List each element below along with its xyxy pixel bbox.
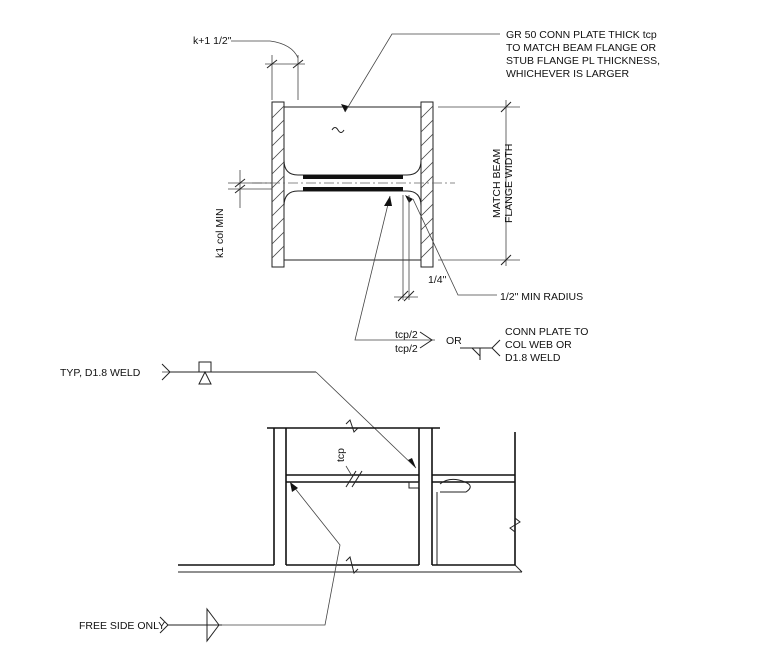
match-beam-label: MATCH BEAM: [491, 149, 503, 218]
conn-plate-to-2: COL WEB OR: [505, 339, 572, 351]
match-beam-dimension: MATCH BEAM FLANGE WIDTH: [438, 100, 520, 266]
k-dim-label: k+1 1/2": [193, 35, 232, 47]
note-line-1: GR 50 CONN PLATE THICK tcp: [506, 29, 657, 41]
weld-squiggle: [331, 127, 345, 133]
k-dimension: k+1 1/2": [193, 35, 305, 100]
or-label: OR: [446, 335, 462, 347]
conn-plate-to-1: CONN PLATE TO: [505, 326, 588, 338]
right-flange-hatch: [420, 105, 434, 259]
left-column-flange: [271, 101, 285, 268]
note-line-3: STUB FLANGE PL THICKNESS,: [506, 55, 660, 67]
elevation-detail: TYP, D1.8 WELD tcp: [60, 361, 523, 643]
column-web-bottom: [283, 190, 422, 207]
flange-width-label: FLANGE WIDTH: [503, 144, 515, 223]
note-line-4: WHICHEVER IS LARGER: [506, 68, 630, 80]
conn-plate-note: GR 50 CONN PLATE THICK tcp TO MATCH BEAM…: [341, 29, 660, 113]
weld-symbol-upper: tcp/2 tcp/2 OR CONN PLATE TO COL WEB OR …: [354, 195, 588, 364]
tcp-half-a: tcp/2: [395, 329, 418, 341]
left-flange-hatch: [271, 105, 285, 259]
note-line-2: TO MATCH BEAM FLANGE OR: [506, 42, 657, 54]
k1-col-min-label: k1 col MIN: [214, 208, 226, 258]
free-side-label: FREE SIDE ONLY: [79, 620, 165, 632]
tcp-label: tcp: [335, 448, 347, 462]
conn-plate-to-3: D1.8 WELD: [505, 352, 561, 364]
typ-weld-label: TYP, D1.8 WELD: [60, 367, 141, 379]
quarter-inch-dimension: 1/4" 1/2" MIN RADIUS: [394, 195, 583, 303]
quarter-label: 1/4": [428, 274, 447, 286]
top-conn-plate: [303, 175, 403, 179]
column-plan-section: [252, 101, 455, 268]
min-radius-label: 1/2" MIN RADIUS: [500, 291, 583, 303]
bottom-conn-plate: [303, 187, 403, 191]
right-column-flange: [420, 101, 434, 268]
k1-dimension: k1 col MIN: [214, 170, 272, 258]
tcp-half-b: tcp/2: [395, 343, 418, 355]
column-web-top: [283, 159, 422, 176]
